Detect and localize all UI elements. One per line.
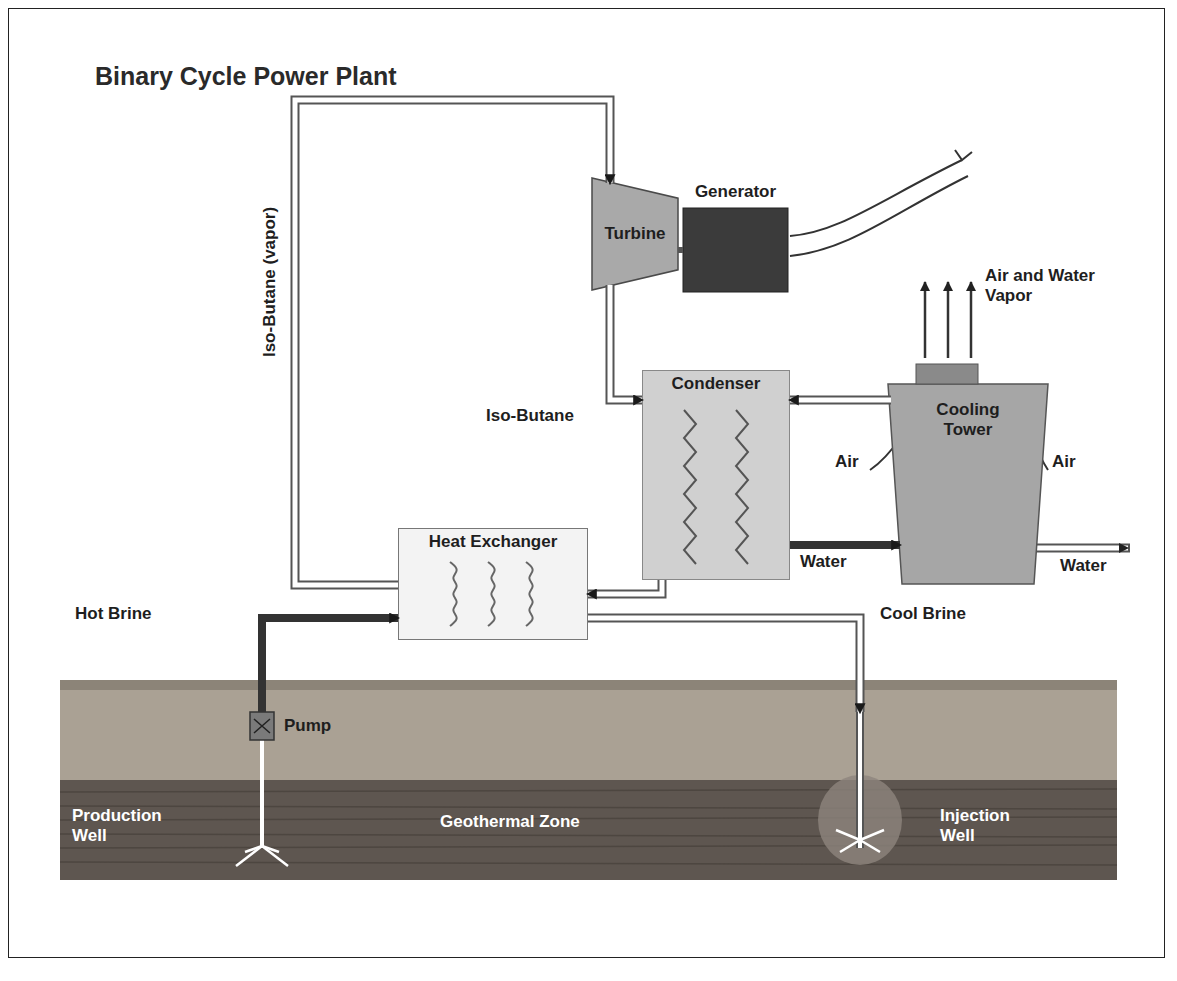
pipe-connector xyxy=(588,580,662,594)
condenser-coil xyxy=(736,410,748,564)
condenser-box: Condenser xyxy=(642,370,790,580)
pipe-label: Cool Brine xyxy=(880,604,966,624)
text-holder: Cooling Tower xyxy=(888,400,1048,439)
generator-box: Generator xyxy=(683,182,788,292)
outflow-arrow xyxy=(860,840,880,852)
pipe-line xyxy=(588,580,662,594)
inflow-arrow xyxy=(245,846,262,852)
power-wires xyxy=(790,150,972,256)
diagram-label: Water xyxy=(1060,556,1107,576)
text-holder: Heat Exchanger xyxy=(398,532,588,552)
wire-end xyxy=(955,150,972,160)
exchanger-body xyxy=(399,529,588,640)
outflow-arrow xyxy=(840,840,860,852)
node-label: Geothermal Zone xyxy=(440,812,580,832)
node-outline xyxy=(888,362,1048,584)
condenser-body xyxy=(643,371,790,580)
pipe-label: Iso-Butane (vapor) xyxy=(260,207,280,357)
pump-mark xyxy=(254,719,270,733)
pipe-connector xyxy=(790,400,891,401)
heat-exchanger: Heat Exchanger xyxy=(398,528,588,640)
text-holder: Pump xyxy=(284,716,331,736)
ground-band: PumpGeothermal Zone xyxy=(60,680,1117,880)
diagram-label: Production Well xyxy=(72,806,172,845)
vapor-arrow xyxy=(924,282,927,358)
inflow-arrow xyxy=(262,846,288,866)
diagram-label: Air xyxy=(835,452,859,472)
rock-strata xyxy=(60,845,1117,848)
inflow-arrow xyxy=(262,846,279,852)
surface-layer xyxy=(60,680,1117,690)
pipe-connector xyxy=(588,618,860,712)
pipe-connector xyxy=(610,285,642,400)
rock-strata xyxy=(60,862,1117,865)
cooling-tower: Cooling Tower xyxy=(888,362,1048,584)
node-label: Pump xyxy=(284,716,331,736)
pipe-line xyxy=(262,618,398,712)
node-outline xyxy=(642,370,790,580)
inflow-arrow xyxy=(236,846,262,866)
pipe-line xyxy=(588,618,860,712)
turbine-body xyxy=(592,178,678,290)
pipe-label: Water xyxy=(800,552,847,572)
diagram-label: Air xyxy=(1052,452,1076,472)
vapor-arrow xyxy=(970,282,973,358)
condenser-coil xyxy=(684,410,696,564)
pipe-connector xyxy=(678,250,683,251)
exchanger-coil xyxy=(526,562,533,626)
pipe-label: Hot Brine xyxy=(75,604,152,624)
node-label: Condenser xyxy=(672,374,761,394)
power-wire xyxy=(790,176,968,256)
text-holder: Generator xyxy=(683,182,788,202)
pipe-line xyxy=(790,398,891,403)
vapor-arrows xyxy=(925,282,971,358)
node-label: Generator xyxy=(695,182,776,202)
node-outline xyxy=(60,680,1117,880)
outflow-arrow xyxy=(836,830,860,840)
pipe-label: Iso-Butane xyxy=(486,406,574,426)
pipe-outline xyxy=(588,580,662,594)
tower-body xyxy=(888,384,1048,584)
pipe-outline xyxy=(790,396,891,405)
pipe-connector xyxy=(790,545,900,546)
vapor-arrow xyxy=(947,282,950,358)
exchanger-coil xyxy=(450,562,457,626)
soil-layer xyxy=(60,680,1117,780)
tower-fan-cap xyxy=(916,364,978,384)
rock-layer xyxy=(60,780,1117,880)
diagram-label: Air and Water Vapor xyxy=(985,266,1125,305)
pipe-connector xyxy=(262,618,398,712)
pipe-outline xyxy=(295,100,610,585)
pipe-connector xyxy=(295,100,610,585)
pipe-outline xyxy=(1028,544,1130,553)
diagram-label: Injection Well xyxy=(940,806,1040,845)
water-outlet-pipe xyxy=(1028,548,1130,549)
pump: Pump xyxy=(250,712,345,740)
diagram-title: Binary Cycle Power Plant xyxy=(95,62,397,91)
pipe-line xyxy=(610,285,642,400)
turbine-shape: Turbine xyxy=(592,178,678,290)
pump-body xyxy=(250,712,274,740)
text-holder: Geothermal Zone xyxy=(440,812,580,832)
exchanger-coil xyxy=(488,562,495,626)
pipe-outline xyxy=(610,285,642,400)
pipe-line xyxy=(678,247,683,253)
node-label: Heat Exchanger xyxy=(429,532,558,552)
generator-body xyxy=(683,208,788,292)
pipe-line xyxy=(790,541,900,549)
power-wire xyxy=(790,160,962,236)
pipe-outline xyxy=(588,618,860,712)
node-label: Turbine xyxy=(604,224,665,244)
pipe-line xyxy=(295,100,610,585)
outflow-arrow xyxy=(860,830,884,840)
text-holder: Turbine xyxy=(592,224,678,244)
production-well-pipe xyxy=(260,740,264,848)
node-label: Cooling Tower xyxy=(913,400,1023,439)
rock-strata xyxy=(60,789,1117,792)
pipe-inner xyxy=(1028,546,1128,551)
text-holder: Condenser xyxy=(642,374,790,394)
